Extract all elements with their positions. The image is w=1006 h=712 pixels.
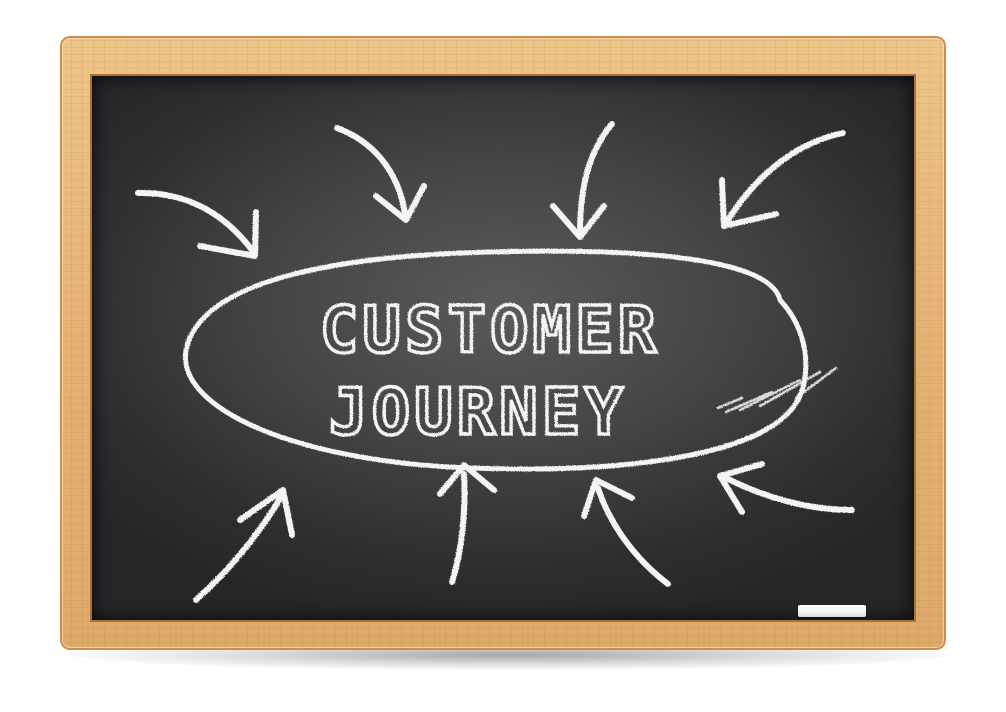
chalk-ellipse-scribble bbox=[716, 366, 838, 414]
arrow-bottom-right bbox=[581, 477, 671, 587]
arrow-right bbox=[717, 461, 855, 515]
arrow-bottom-middle bbox=[437, 462, 497, 585]
arrow-top-right bbox=[719, 130, 846, 229]
arrow-bottom-left bbox=[193, 487, 295, 603]
title-line-2: JOURNEY bbox=[329, 376, 627, 450]
chalk-ellipse bbox=[182, 248, 809, 472]
title-line-1: CUSTOMER bbox=[320, 294, 660, 368]
arrow-top-middle bbox=[550, 121, 615, 240]
arrow-top-left-2 bbox=[334, 125, 427, 223]
arrow-top-left-1 bbox=[135, 189, 259, 259]
chalk-stick bbox=[798, 605, 866, 617]
